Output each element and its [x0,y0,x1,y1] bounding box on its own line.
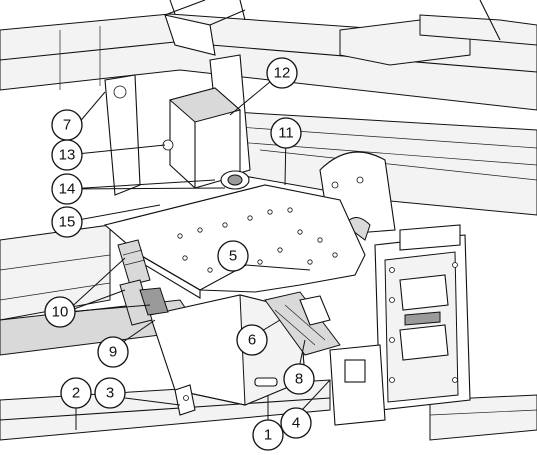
callout-2: 2 [60,377,92,409]
callout-14: 14 [51,173,83,205]
carriage-plate [103,184,366,299]
leader-lines [65,71,331,430]
callout-10-label: 10 [52,304,69,321]
callout-13-label: 13 [59,147,76,164]
callout-7: 7 [51,109,83,141]
callout-14-label: 14 [59,181,76,198]
callout-7-label: 7 [63,117,71,134]
callout-13: 13 [51,139,83,171]
callout-9: 9 [97,336,129,368]
inner-guide [264,291,341,356]
callout-10: 10 [44,296,76,328]
callout-6-label: 6 [248,332,256,349]
callout-3-label: 3 [106,385,114,402]
callout-12: 12 [266,57,298,89]
callout-6: 6 [236,324,268,356]
callout-8: 8 [283,363,315,395]
callout-1: 1 [252,419,284,451]
callout-2-label: 2 [72,385,80,402]
callout-4: 4 [280,407,312,439]
callout-1-label: 1 [264,427,272,444]
callout-5-label: 5 [229,248,237,265]
callout-11-label: 11 [278,125,294,142]
motor-assembly [162,87,250,190]
callout-9-label: 9 [109,344,117,361]
callout-15: 15 [51,206,83,238]
callout-4-label: 4 [292,415,300,432]
callouts: 1 2 3 4 5 6 7 8 [44,57,315,451]
left-linear-guides [117,239,169,326]
callout-3: 3 [94,377,126,409]
callout-15-label: 15 [59,214,76,231]
callout-12-label: 12 [274,65,291,82]
right-frame [329,224,471,426]
callout-8-label: 8 [295,371,303,388]
callout-11: 11 [270,117,302,149]
callout-5: 5 [217,240,249,272]
